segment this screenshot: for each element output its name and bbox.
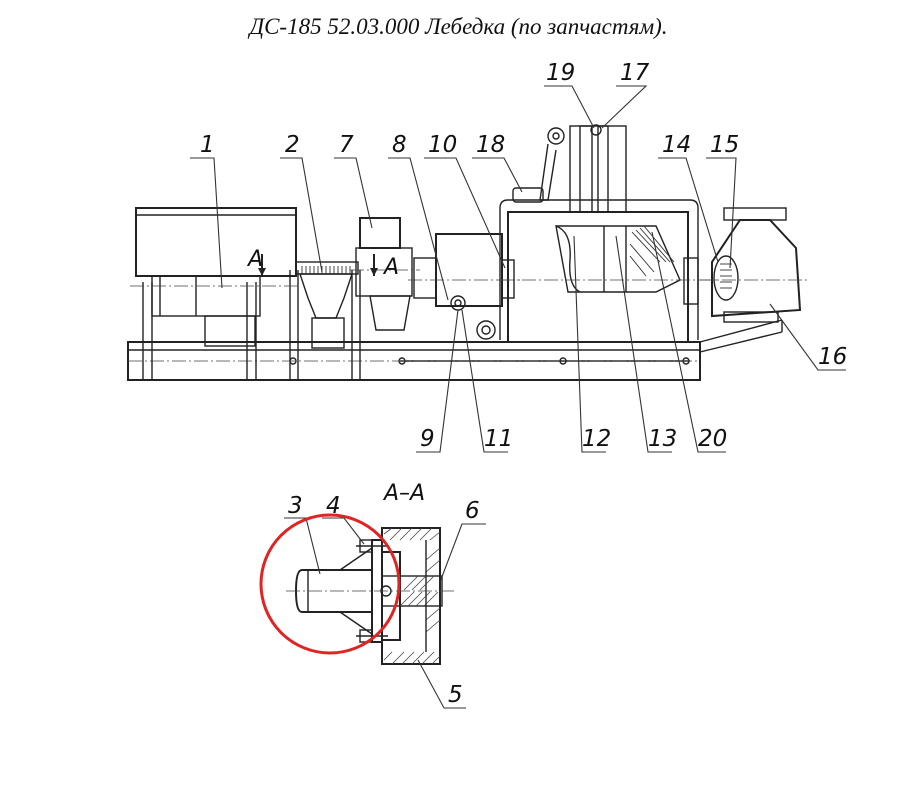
section-marker-right: А: [382, 255, 399, 280]
drum-frame: [499, 199, 720, 343]
drawing-title: ДС-185 52.03.000 Лебедка (по запчастям).: [249, 14, 668, 39]
svg-text:4: 4: [326, 493, 341, 519]
svg-text:8: 8: [392, 132, 407, 158]
gear-coupling: [295, 261, 359, 349]
end-housing: [700, 207, 810, 323]
svg-text:11: 11: [484, 426, 513, 452]
svg-text:9: 9: [420, 426, 435, 452]
svg-text:5: 5: [448, 682, 463, 708]
electric-motor: [130, 207, 300, 347]
highlight-circle: [259, 513, 401, 655]
callout-8: 8: [388, 132, 449, 301]
svg-text:12: 12: [582, 426, 611, 452]
callout-12: 12: [573, 235, 611, 453]
callout-19: 19: [544, 60, 595, 129]
callout-2: 2: [280, 132, 323, 273]
svg-text:20: 20: [698, 426, 727, 452]
callout-15: 15: [706, 132, 739, 269]
callout-20: 20: [651, 231, 727, 453]
svg-text:14: 14: [662, 132, 691, 158]
callout-14: 14: [658, 132, 719, 263]
callout-1: 1: [190, 132, 223, 289]
top-bracket: [539, 124, 627, 213]
svg-text:7: 7: [339, 132, 354, 158]
callout-11: 11: [461, 309, 513, 453]
svg-text:15: 15: [710, 132, 739, 158]
svg-text:16: 16: [818, 344, 847, 370]
callout-9: 9: [416, 309, 459, 453]
callout-5: 5: [417, 659, 466, 709]
section-a-a-label: А–А: [382, 481, 425, 506]
callout-17: 17: [601, 60, 650, 129]
callout-7: 7: [334, 132, 373, 229]
guide-roller: [512, 187, 544, 203]
svg-text:13: 13: [648, 426, 677, 452]
svg-text:18: 18: [476, 132, 505, 158]
svg-text:17: 17: [620, 60, 650, 86]
svg-text:10: 10: [428, 132, 457, 158]
section-marker-left: А: [246, 247, 263, 272]
callout-3: 3: [284, 493, 321, 575]
callout-6: 6: [439, 498, 486, 583]
svg-text:2: 2: [285, 132, 300, 158]
callout-10: 10: [424, 132, 506, 269]
callout-4: 4: [322, 493, 365, 545]
svg-text:19: 19: [546, 60, 575, 86]
base-frame: [127, 270, 783, 381]
brake-housing: [350, 217, 420, 331]
svg-text:3: 3: [288, 493, 303, 519]
callout-13: 13: [615, 235, 677, 453]
svg-text:1: 1: [200, 132, 215, 158]
svg-text:6: 6: [465, 498, 480, 524]
callout-16: 16: [769, 303, 847, 371]
section-a-a-detail: А–А: [259, 481, 486, 709]
callout-18: 18: [472, 132, 523, 193]
section-markers: А А: [246, 247, 399, 280]
